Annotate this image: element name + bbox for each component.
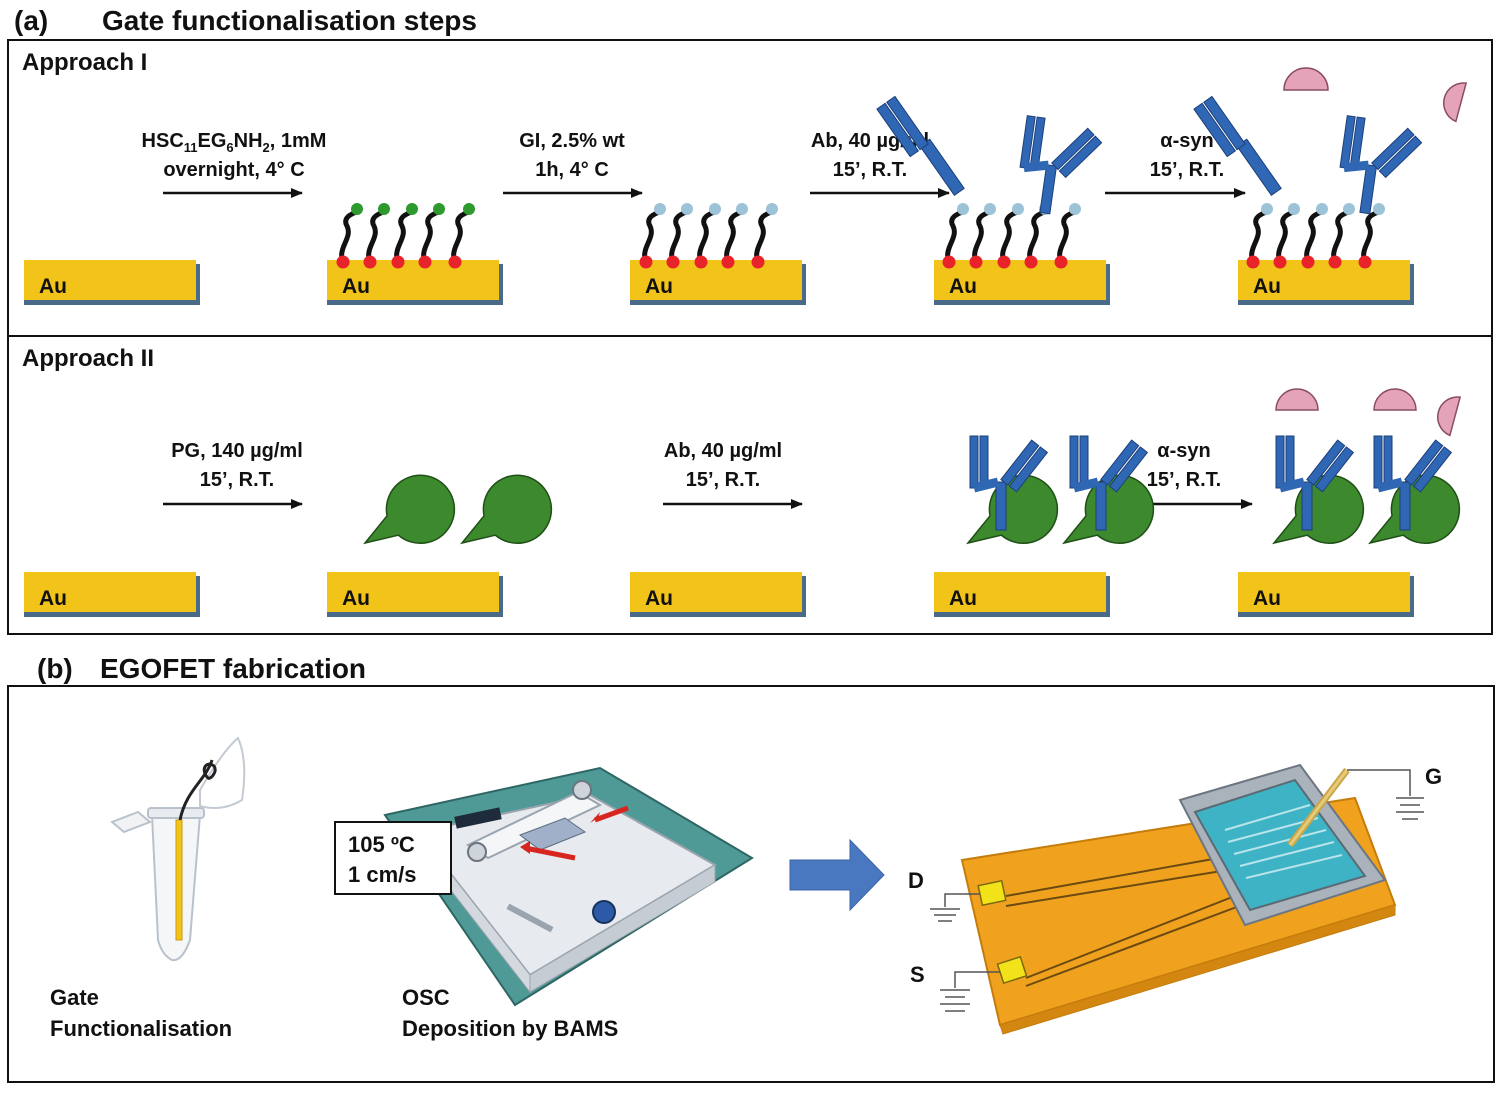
a1-s5-sam-chain-5 [1358,203,1385,269]
bams-coater-icon [383,766,754,1007]
a2-substrate-2: Au [327,572,503,617]
a2-step2-line1: Ab, 40 µg/ml [664,440,782,462]
substrate-label: Au [1253,587,1281,610]
approach-2-title: Approach II [22,345,154,372]
bams-temperature: 105 ºC [348,832,415,857]
terminal-gate-label: G [1425,764,1442,789]
caption-gate-line2: Functionalisation [50,1016,232,1041]
substrate-label: Au [39,275,67,298]
substrate-label: Au [342,587,370,610]
section-a-label: (a) [14,5,48,36]
a1-s4-sam-chain-3 [997,203,1024,269]
caption-osc-line2: Deposition by BAMS [402,1016,618,1041]
a1-s5-sam-chain-4 [1328,203,1355,269]
a2-substrate-5: Au [1238,572,1414,617]
terminal-source-label: S [910,962,925,987]
a1-s3-sam-chain-3 [694,203,721,269]
substrate-label: Au [342,275,370,298]
caption-gate-line1: Gate [50,985,99,1010]
substrate-label: Au [949,587,977,610]
a2-s2-protein-g-2 [445,464,562,564]
a2-step1-line2: 15’, R.T. [200,469,274,491]
section-b-label: (b) [37,653,73,684]
a1-s3-sam-chain-1 [639,203,666,269]
a1-s3-sam-chain-2 [666,203,693,269]
a1-step2-line1: GI, 2.5% wt [519,130,625,152]
a1-s2-sam-chain-1 [336,203,363,269]
eppendorf-tube-icon [110,736,246,962]
bams-speed: 1 cm/s [348,862,417,887]
a1-s3-sam-chain-5 [751,203,778,269]
a1-step1-line1: HSC11EG6NH2, 1mM [142,130,327,155]
a1-step4-line1: α-syn [1160,130,1213,152]
a2-s2-protein-g-1 [348,464,465,564]
a1-s5-sam-chain-1 [1246,203,1273,269]
a1-step2-line2: 1h, 4° C [535,159,609,181]
a2-step3-line1: α-syn [1157,440,1210,462]
a2-step3-line2: 15’, R.T. [1147,469,1221,491]
egofet-device-icon [960,763,1397,1035]
a2-s5-syn-3 [1437,396,1462,437]
gate-ground-icon [1347,769,1424,820]
section-b-panel [7,685,1495,1083]
a2-s5-syn-2 [1373,388,1417,411]
a1-s4-sam-chain-5 [1054,203,1081,269]
a1-s5-syn-1 [1283,67,1329,91]
a1-substrate-5: Au [1238,260,1414,305]
a1-s2-sam-chain-2 [363,203,390,269]
substrate-label: Au [949,275,977,298]
a1-s2-sam-chain-4 [418,203,445,269]
a1-s5-syn-2 [1443,82,1468,123]
approach-2-panel [7,335,1493,635]
a1-substrate-4: Au [934,260,1110,305]
a1-substrate-3: Au [630,260,806,305]
a1-s4-sam-chain-2 [969,203,996,269]
a1-step3-line2: 15’, R.T. [833,159,907,181]
a1-s2-sam-chain-3 [391,203,418,269]
source-ground-icon [940,971,1000,1012]
approach-1-title: Approach I [22,49,147,76]
a1-substrate-2: Au [327,260,503,305]
terminal-drain-label: D [908,868,924,893]
a1-s3-sam-chain-4 [721,203,748,269]
a1-s4-sam-chain-1 [942,203,969,269]
a1-s2-sam-chain-5 [448,203,475,269]
substrate-label: Au [1253,275,1281,298]
a2-substrate-1: Au [24,572,200,617]
a2-s5-syn-1 [1275,388,1319,411]
a1-substrate-1: Au [24,260,200,305]
substrate-label: Au [645,275,673,298]
bams-conditions-box [334,821,452,895]
a1-s4-antibody-upright [1014,116,1104,220]
drain-ground-icon [930,893,980,922]
a1-step4-line2: 15’, R.T. [1150,159,1224,181]
process-arrow-icon [789,838,885,912]
a2-step1-line1: PG, 140 µg/ml [171,440,303,462]
substrate-label: Au [39,587,67,610]
caption-osc-line1: OSC [402,985,450,1010]
a2-substrate-4: Au [934,572,1110,617]
a1-s5-sam-chain-2 [1273,203,1300,269]
a2-substrate-3: Au [630,572,806,617]
a2-step2-line2: 15’, R.T. [686,469,760,491]
a1-step1-line2: overnight, 4° C [163,159,304,181]
section-a-title: Gate functionalisation steps [102,5,477,36]
a1-s5-sam-chain-3 [1301,203,1328,269]
section-b-title: EGOFET fabrication [100,653,366,684]
substrate-label: Au [645,587,673,610]
